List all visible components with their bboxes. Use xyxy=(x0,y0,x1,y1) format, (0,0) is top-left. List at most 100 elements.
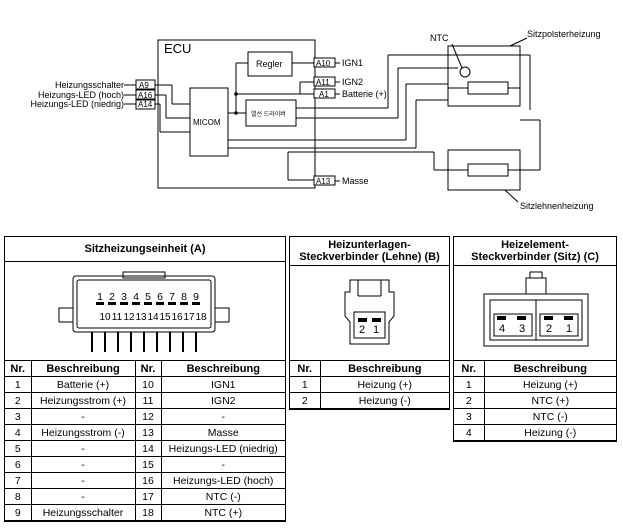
cell: Heizungsstrom (+) xyxy=(30,392,136,409)
pin-1: 1 xyxy=(566,323,572,335)
connector-c-title-line1: Heizelement- xyxy=(501,239,569,251)
connector-c-drawing: 4 3 2 1 xyxy=(454,266,616,361)
pin-15: 15 xyxy=(159,312,171,323)
cell: 3 xyxy=(454,408,485,425)
pin-a13: A13 xyxy=(316,177,331,186)
cell: Heizungsstrom (-) xyxy=(30,424,136,441)
driver-chip-label: 열선 드라이버 xyxy=(251,110,286,118)
pin-14: 14 xyxy=(147,312,159,323)
pin-18: 18 xyxy=(195,312,207,323)
pin-a10-label: IGN1 xyxy=(342,58,363,68)
cell: Heizungs-LED (hoch) xyxy=(160,472,285,489)
sitzpolster-heater-element xyxy=(467,81,509,95)
pin-a11: A11 xyxy=(316,78,330,87)
pin-7: 7 xyxy=(169,291,175,303)
cell: 8 xyxy=(5,488,32,505)
cell: NTC (+) xyxy=(483,392,616,409)
pin-2: 2 xyxy=(109,291,115,303)
cell: Masse xyxy=(160,424,285,441)
cell: 4 xyxy=(454,424,485,441)
pin-17: 17 xyxy=(183,312,195,323)
cell: - xyxy=(160,456,285,473)
pin-6: 6 xyxy=(157,291,163,303)
pin-a1: A1 xyxy=(319,90,329,99)
cell: 3 xyxy=(5,408,32,425)
cell: Heizung (-) xyxy=(483,424,616,441)
cell: 1 xyxy=(5,376,32,393)
cell: 2 xyxy=(290,392,321,409)
pin-a13-label: Masse xyxy=(342,176,369,186)
cell: 13 xyxy=(134,424,162,441)
sitzpolster-enclosure xyxy=(447,45,521,107)
ntc-sensor xyxy=(459,66,471,78)
cell: 2 xyxy=(5,392,32,409)
pin-3: 3 xyxy=(519,323,525,335)
column-header: Beschreibung xyxy=(483,361,616,377)
column-header: Beschreibung xyxy=(30,361,136,377)
connector-b-title: Heizunterlagen- Steckverbinder (Lehne) (… xyxy=(290,237,449,266)
pin-8: 8 xyxy=(181,291,187,303)
pin-a16: A16 xyxy=(138,91,153,100)
pin-4: 4 xyxy=(499,323,505,335)
cell: - xyxy=(30,472,136,489)
cell: Heizungs-LED (niedrig) xyxy=(160,440,285,457)
ecu-label: ECU xyxy=(164,41,191,56)
cell: IGN2 xyxy=(160,392,285,409)
connector-a-teeth xyxy=(91,332,197,352)
pin-2: 2 xyxy=(359,324,365,336)
cell: - xyxy=(30,440,136,457)
pin-a10: A10 xyxy=(316,59,331,68)
pin-1: 1 xyxy=(373,324,379,336)
column-header: Beschreibung xyxy=(160,361,285,377)
connector-a-panel: Sitzheizungseinheit (A) xyxy=(4,236,286,522)
connector-b-drawing: 2 1 xyxy=(290,266,449,361)
cell: Heizung (-) xyxy=(319,392,449,409)
pin-3: 3 xyxy=(121,291,127,303)
pin-a14: A14 xyxy=(138,100,153,109)
pin-13: 13 xyxy=(135,312,147,323)
column-header: Nr. xyxy=(134,361,162,377)
ecu-box xyxy=(157,39,316,189)
connector-b-panel: Heizunterlagen- Steckverbinder (Lehne) (… xyxy=(289,236,450,410)
regler-label: Regler xyxy=(256,59,283,69)
pin-9: 9 xyxy=(193,291,199,303)
table-row: 3-12- xyxy=(5,408,285,425)
cell: - xyxy=(160,408,285,425)
column-header: Nr. xyxy=(5,361,32,377)
micom-label: MICOM xyxy=(193,118,221,127)
cell: 9 xyxy=(5,504,32,521)
cell: Heizungsschalter xyxy=(30,504,136,521)
pin-a9: A9 xyxy=(139,81,149,90)
cell: Heizung (+) xyxy=(483,376,616,393)
cell: 14 xyxy=(134,440,162,457)
pin-a14-label: Heizungs-LED (niedrig) xyxy=(30,99,124,109)
sitzlehnen-heater-element xyxy=(467,163,509,177)
connector-b-title-line1: Heizunterlagen- xyxy=(328,239,411,251)
cell: - xyxy=(30,408,136,425)
pin-4: 4 xyxy=(133,291,139,303)
pin-a16-label: Heizungs-LED (hoch) xyxy=(38,90,124,100)
cell: 5 xyxy=(5,440,32,457)
column-header: Nr. xyxy=(454,361,485,377)
pin-a9-label: Heizungsschalter xyxy=(55,80,124,90)
column-header: Beschreibung xyxy=(319,361,449,377)
cell: 6 xyxy=(5,456,32,473)
ntc-label: NTC xyxy=(430,33,449,43)
cell: - xyxy=(30,456,136,473)
cell: 2 xyxy=(454,392,485,409)
micom-box xyxy=(189,87,229,157)
pin-a11-label: IGN2 xyxy=(342,77,363,87)
cell: 17 xyxy=(134,488,162,505)
circuit-diagram: ECU Regler MICOM 열선 드라이버 Heizungsschalte… xyxy=(30,29,600,211)
